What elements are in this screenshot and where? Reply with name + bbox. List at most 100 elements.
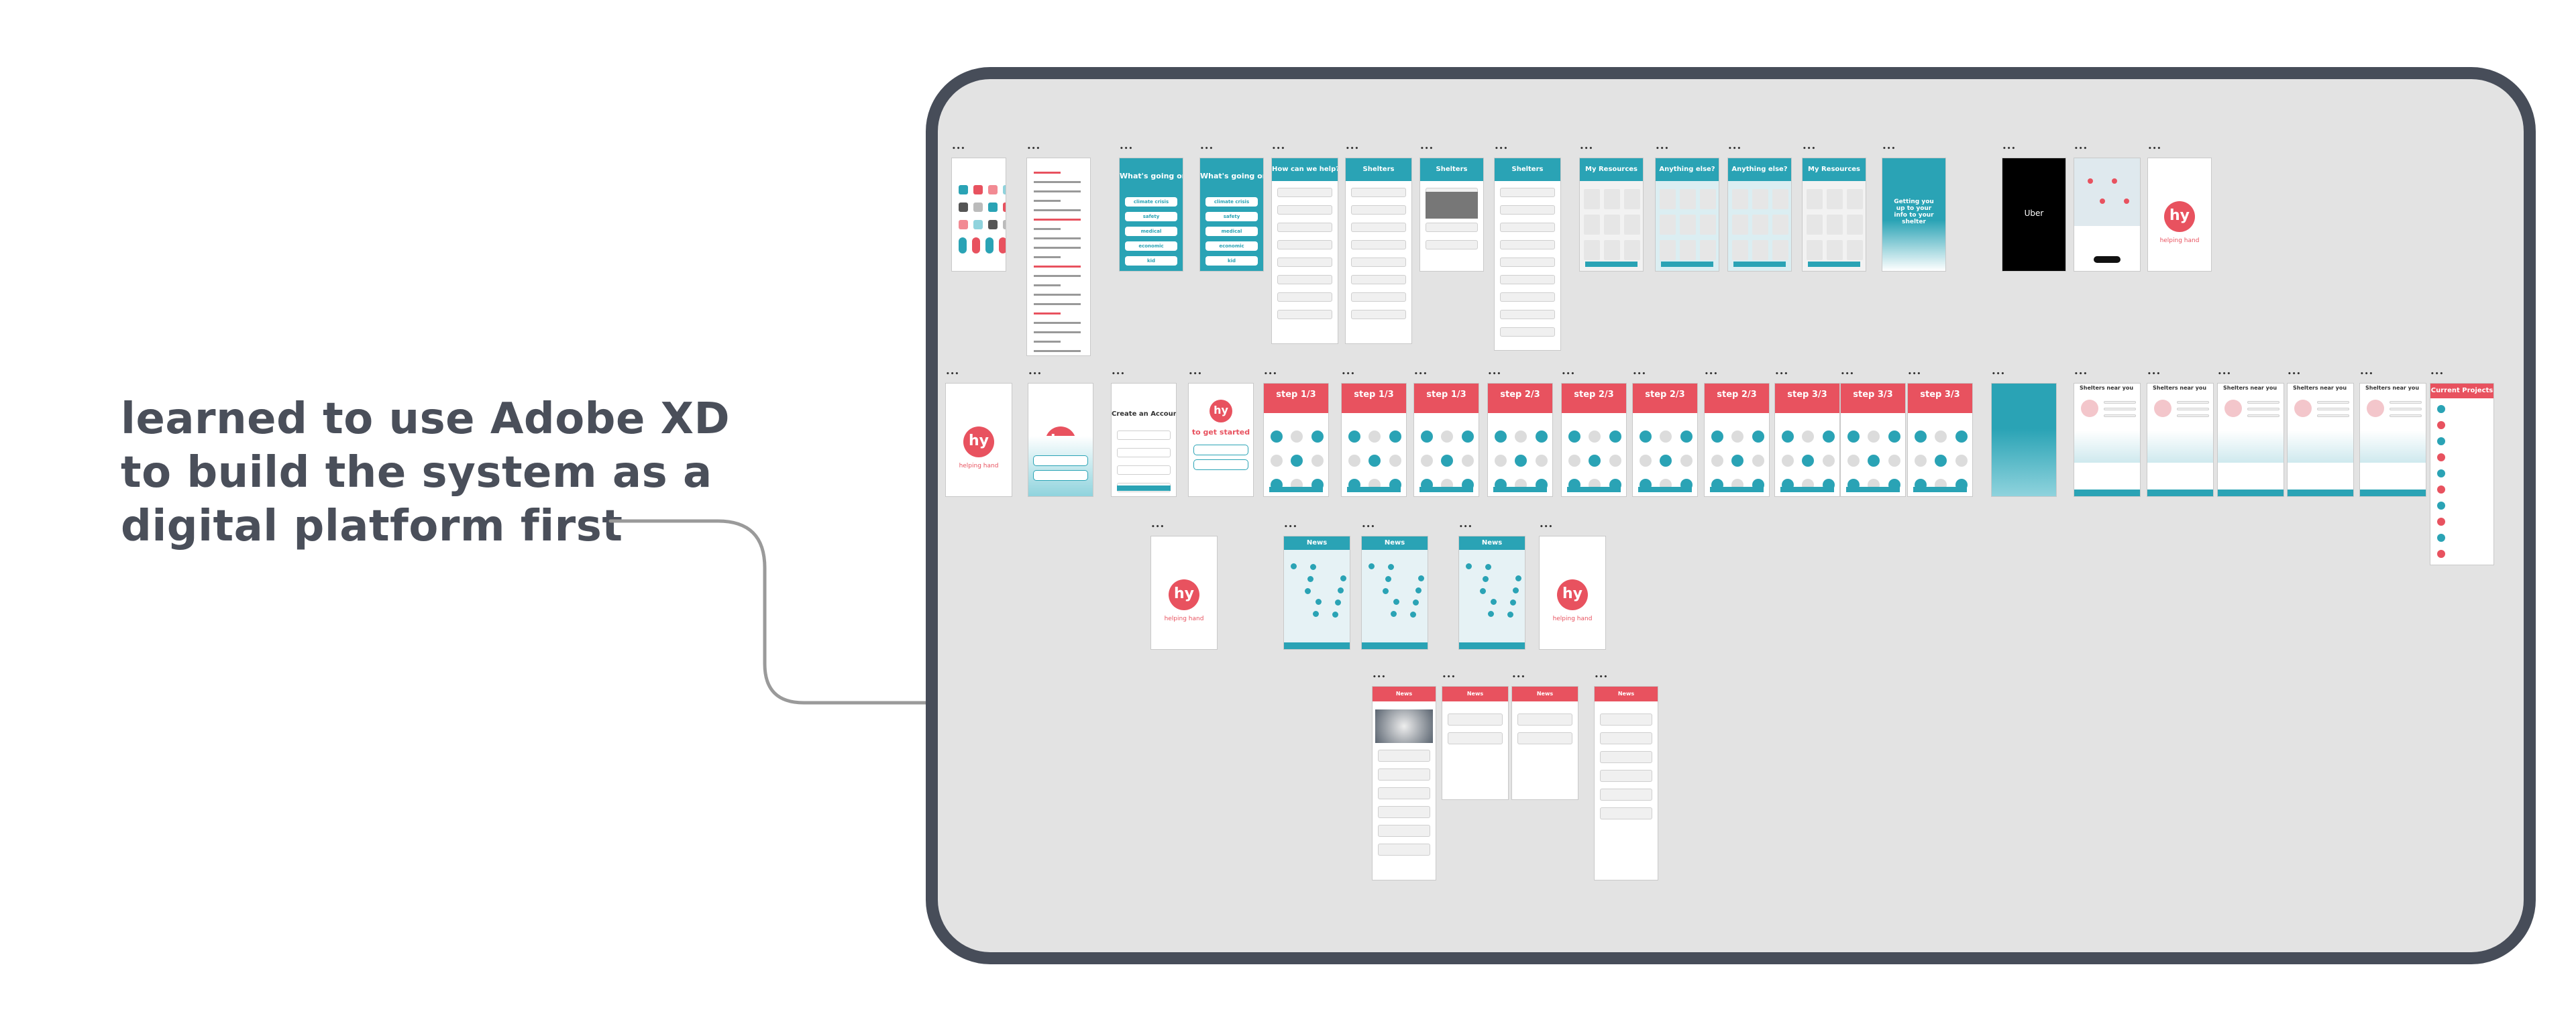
- design-canvas[interactable]: ••• ••• ••• What's going on? climate crisis s…: [926, 67, 2536, 964]
- artboard-profile-34[interactable]: Shelters near you: [2288, 384, 2353, 496]
- choice-circle: [1802, 455, 1815, 467]
- choice-circle: [1955, 455, 1968, 467]
- artboard-list-4[interactable]: How can we help?: [1272, 158, 1338, 343]
- artboard-step-29[interactable]: step 3/3: [1908, 384, 1972, 496]
- choice-circle: [1660, 431, 1672, 443]
- artboard-profile-32[interactable]: Shelters near you: [2147, 384, 2213, 496]
- option-button[interactable]: kid: [1124, 256, 1178, 266]
- project-dot: [2437, 485, 2445, 494]
- list-row: [1350, 258, 1407, 267]
- artboard-list-5[interactable]: Shelters: [1346, 158, 1411, 343]
- artboard-step-23[interactable]: step 2/3: [1488, 384, 1552, 496]
- artboard-step-28[interactable]: step 3/3: [1841, 384, 1905, 496]
- choice-circle: [1680, 431, 1693, 443]
- swatch-pill: [972, 237, 980, 253]
- resource-tile: [1826, 215, 1843, 235]
- artboard-grid-11[interactable]: My Resources: [1803, 158, 1866, 271]
- screen-title: What's going on?: [1120, 172, 1183, 180]
- option-button[interactable]: safety: [1205, 212, 1258, 221]
- artboard-step-20[interactable]: step 1/3: [1264, 384, 1328, 496]
- next-bar: [1709, 487, 1764, 492]
- artboard-grid-8[interactable]: My Resources: [1580, 158, 1643, 271]
- screen-header: Anything else?: [1656, 158, 1719, 181]
- option-button[interactable]: medical: [1124, 227, 1178, 236]
- artboard-label: •••: [1346, 146, 1360, 152]
- artboard-projects-36[interactable]: Current Projects: [2430, 384, 2493, 565]
- option-button[interactable]: economic: [1124, 241, 1178, 251]
- option-button[interactable]: safety: [1124, 212, 1178, 221]
- artboard-map-14[interactable]: [2074, 158, 2140, 271]
- artboard-step-21[interactable]: step 1/3: [1342, 384, 1406, 496]
- artboard-grid-9[interactable]: Anything else?: [1656, 158, 1719, 271]
- list-row: [1499, 275, 1556, 284]
- artboard-options-2[interactable]: What's going on? climate crisis safety medi…: [1120, 158, 1183, 271]
- option-button[interactable]: climate crisis: [1124, 197, 1178, 207]
- artboard-list-7[interactable]: Shelters: [1495, 158, 1560, 350]
- detail-row: [1599, 770, 1653, 782]
- list-row: [1499, 258, 1556, 267]
- type-line: [1034, 331, 1081, 333]
- resource-tile: [1826, 240, 1843, 260]
- artboard-profile-31[interactable]: Shelters near you: [2074, 384, 2140, 496]
- artboard-type-1[interactable]: [1027, 158, 1090, 355]
- artboard-step-25[interactable]: step 2/3: [1633, 384, 1697, 496]
- option-button[interactable]: kid: [1205, 256, 1258, 266]
- resource-tile: [1623, 189, 1641, 209]
- artboard-gradient-12[interactable]: Getting you up to your info to your shel…: [1882, 158, 1945, 271]
- artboard-label: •••: [1027, 146, 1041, 152]
- choice-circle: [1420, 455, 1433, 467]
- artboard-teal-gradient-30[interactable]: [1992, 384, 2056, 496]
- profile-header: Shelters near you: [2080, 385, 2134, 391]
- list-row: [1499, 327, 1556, 337]
- artboard-step-24[interactable]: step 2/3: [1562, 384, 1626, 496]
- artboard-news-39[interactable]: News: [1362, 536, 1428, 649]
- artboard-detail-43[interactable]: News: [1442, 687, 1508, 799]
- artboard-step-22[interactable]: step 1/3: [1414, 384, 1479, 496]
- map-marker: [1335, 599, 1341, 606]
- artboard-detail-44[interactable]: News: [1512, 687, 1578, 799]
- option-button[interactable]: medical: [1205, 227, 1258, 236]
- resource-tile: [1699, 215, 1717, 235]
- choice-circle: [1270, 455, 1283, 467]
- artboard-style-0[interactable]: [952, 158, 1006, 271]
- artboard-list-6[interactable]: Shelters: [1420, 158, 1483, 271]
- resource-tile: [1772, 215, 1789, 235]
- artboard-options-3[interactable]: What's going on?climate crisissafetymedi…: [1200, 158, 1263, 271]
- artboard-detail-45[interactable]: News: [1595, 687, 1658, 880]
- detail-row: [1447, 732, 1503, 744]
- artboard-uber-13[interactable]: Uber: [2002, 158, 2065, 271]
- artboard-news-38[interactable]: News: [1284, 536, 1350, 649]
- choice-circle: [1441, 455, 1454, 467]
- resource-tile: [1731, 189, 1749, 209]
- step-header: step 3/3: [1841, 384, 1905, 413]
- next-bar: [1419, 487, 1474, 492]
- choice-circle: [1731, 431, 1744, 443]
- detail-row: [1377, 750, 1431, 762]
- artboard-grid-10[interactable]: Anything else?: [1728, 158, 1791, 271]
- option-button[interactable]: climate crisis: [1205, 197, 1258, 207]
- artboard-profile-33[interactable]: Shelters near you: [2218, 384, 2284, 496]
- list-row: [1499, 240, 1556, 249]
- logo-text: helping hand: [1164, 615, 1204, 622]
- swatch-pill: [985, 237, 994, 253]
- artboard-form-18[interactable]: Create an Account: [1112, 384, 1176, 496]
- artboard-label: •••: [1728, 146, 1742, 152]
- option-button[interactable]: economic: [1205, 241, 1258, 251]
- artboard-profile-35[interactable]: Shelters near you: [2360, 384, 2426, 496]
- artboard-step-27[interactable]: step 3/3: [1775, 384, 1839, 496]
- next-bar: [1638, 487, 1693, 492]
- project-dot: [2437, 518, 2445, 526]
- artboard-detail-42[interactable]: News: [1373, 687, 1436, 880]
- map-marker: [1338, 587, 1344, 593]
- artboard-news-40[interactable]: News: [1459, 536, 1525, 649]
- tab-bar: [2218, 490, 2284, 496]
- choice-circle: [1515, 431, 1527, 443]
- artboard-step-26[interactable]: step 2/3: [1705, 384, 1769, 496]
- caption-line-1: learned to use Adobe XD: [121, 394, 731, 444]
